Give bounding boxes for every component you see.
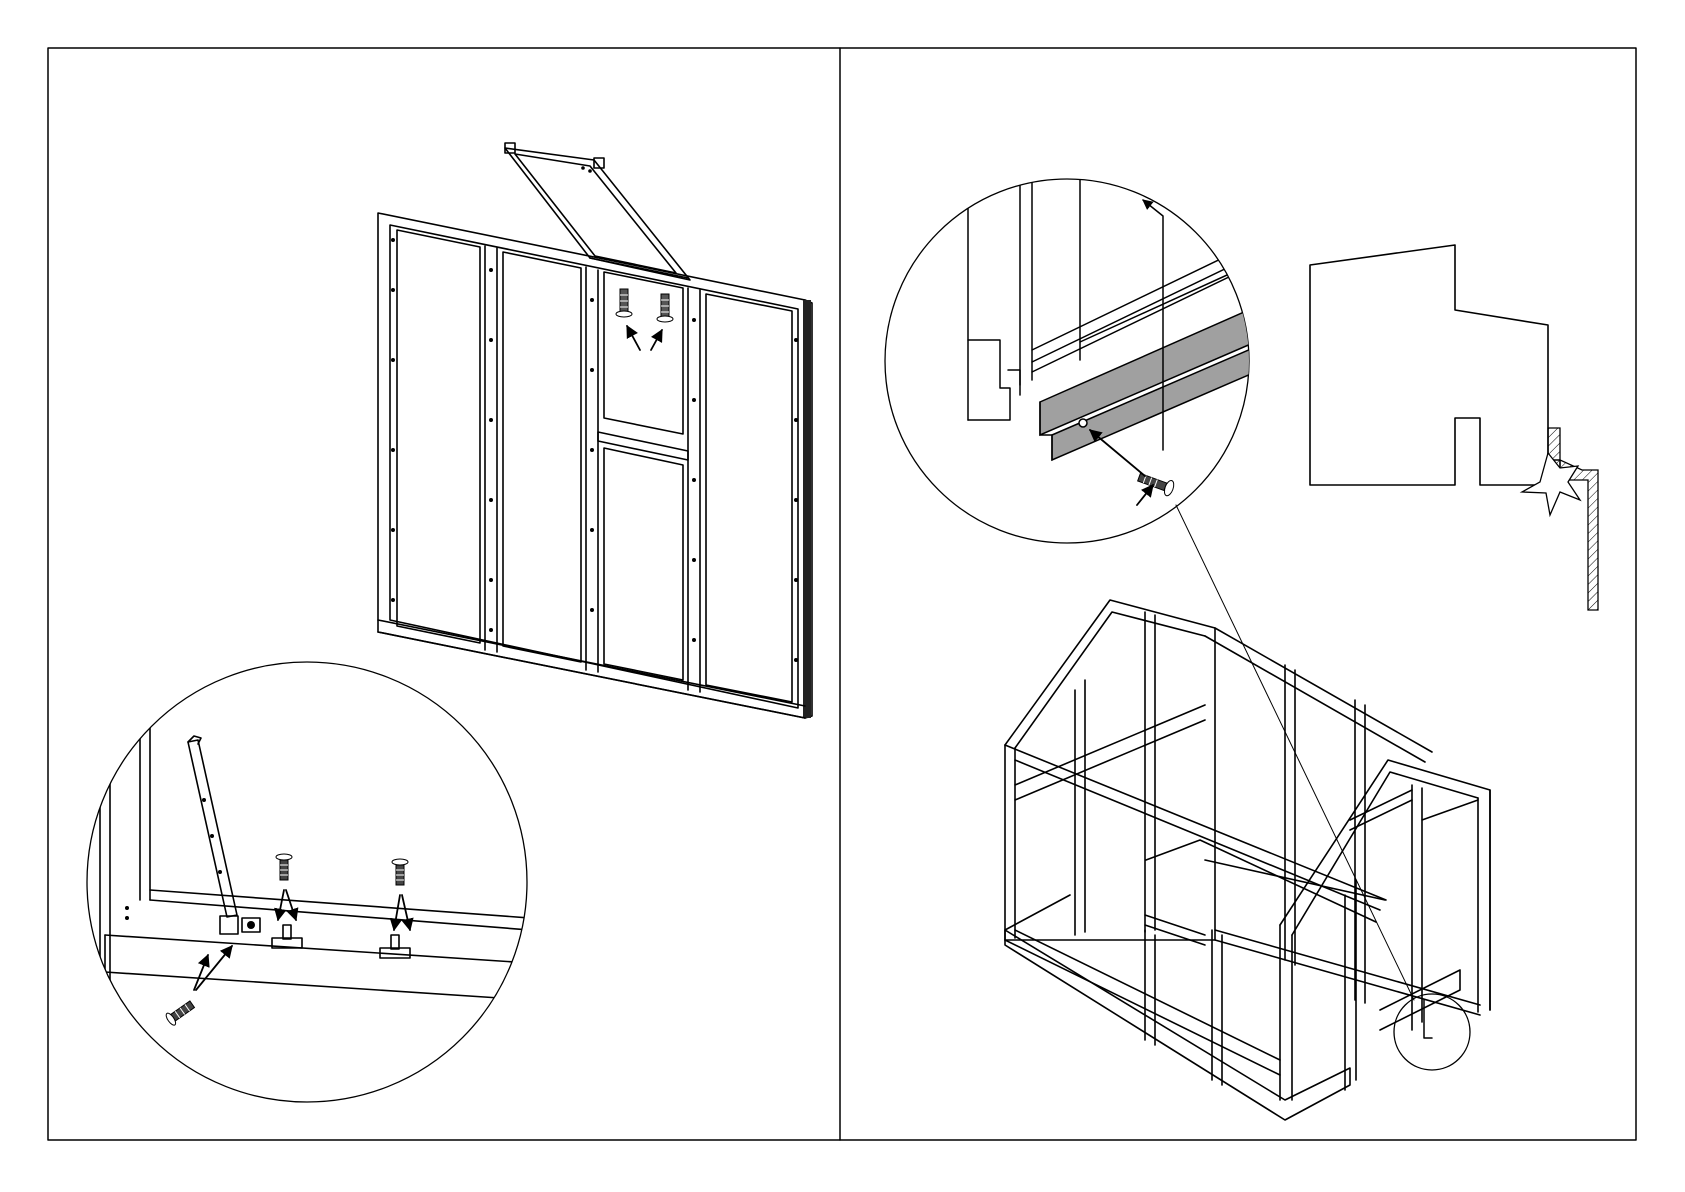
panel-borders bbox=[48, 48, 1636, 1140]
arrow-icon bbox=[651, 330, 662, 350]
frame-edge-shade bbox=[803, 300, 811, 718]
vent-bolts bbox=[616, 289, 673, 350]
screw-icon bbox=[276, 854, 292, 880]
arrow-icon bbox=[402, 895, 410, 930]
roof-vent-window bbox=[505, 143, 690, 280]
bolt-icon bbox=[616, 289, 632, 317]
arrow-icon bbox=[627, 326, 640, 350]
frame-rivets bbox=[391, 238, 798, 662]
detail-callout-circle bbox=[1394, 994, 1470, 1070]
screw-icon bbox=[392, 859, 408, 885]
vent-hinge-detail-inset bbox=[87, 662, 530, 1102]
arrow-icon bbox=[1137, 485, 1153, 505]
screw-icon bbox=[164, 999, 196, 1027]
arrow-icon bbox=[1090, 430, 1145, 476]
wall-panel-frame bbox=[378, 213, 812, 718]
arrow-icon bbox=[394, 895, 400, 930]
arrow-icon bbox=[278, 890, 284, 920]
arrow-icon bbox=[286, 890, 296, 920]
profile-section-drawing bbox=[1310, 245, 1598, 610]
arrow-icon bbox=[196, 946, 232, 990]
greenhouse-frame bbox=[1005, 600, 1490, 1120]
base-screw-detail-inset bbox=[885, 170, 1414, 1000]
bolt-icon bbox=[657, 294, 673, 322]
pointer-star-icon bbox=[1522, 453, 1580, 515]
